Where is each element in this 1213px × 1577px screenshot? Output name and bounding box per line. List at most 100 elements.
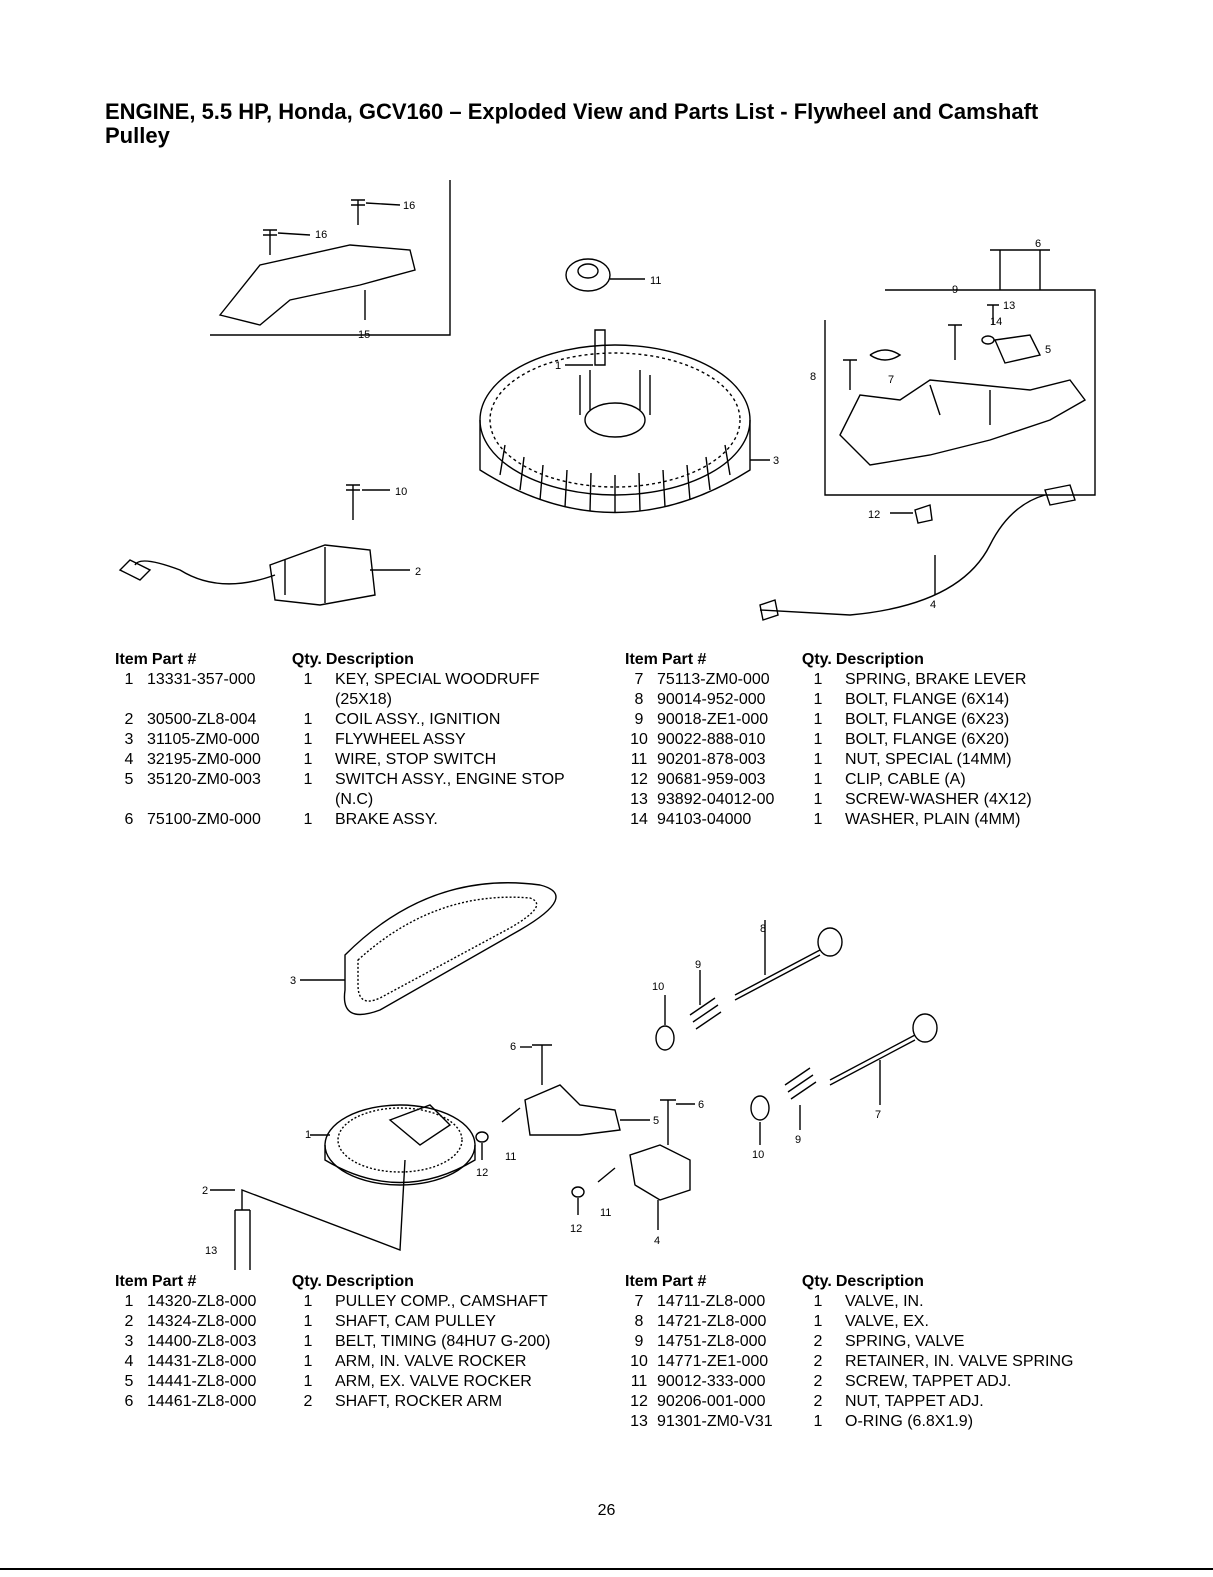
callout-9: 9 (695, 959, 701, 971)
parts-header-row: Item Part # Qty. Description (115, 1272, 575, 1292)
part-number: 75113-ZM0-000 (657, 671, 770, 688)
part-number: 14461-ZL8-000 (147, 1393, 257, 1410)
part-number: 13331-357-000 (147, 671, 256, 688)
quantity: 1 (813, 751, 823, 768)
quantity: 2 (813, 1393, 823, 1410)
part-number: 14711-ZL8-000 (657, 1293, 766, 1310)
callout-15: 15 (358, 329, 370, 341)
description: SHAFT, ROCKER ARM (335, 1393, 503, 1410)
part-number: 91301-ZM0-V31 (657, 1413, 773, 1430)
spring-retainer-10a (655, 1025, 675, 1051)
quantity: 1 (813, 811, 823, 828)
quantity: 1 (303, 1353, 313, 1370)
item-number: 5 (124, 771, 134, 788)
flywheel-exploded-view: 16 16 15 11 1 3 10 2 6 9 13 14 5 8 7 12 … (110, 175, 1110, 650)
key-part (594, 329, 606, 366)
table-row: 12 90681-959-003 1 CLIP, CABLE (A) (625, 770, 1085, 790)
header-description: Description (835, 1273, 924, 1290)
description: CLIP, CABLE (A) (845, 771, 966, 788)
quantity: 2 (813, 1333, 823, 1350)
nut-part (565, 258, 611, 292)
part-number: 93892-04012-00 (657, 791, 775, 808)
item-number: 12 (630, 771, 648, 788)
quantity: 1 (813, 731, 823, 748)
rocker-shaft-6a (532, 1044, 552, 1085)
description: PULLEY COMP., CAMSHAFT (335, 1293, 548, 1310)
part-number: 14751-ZL8-000 (657, 1333, 767, 1350)
callout-12b: 12 (570, 1223, 582, 1235)
callout-16b: 16 (315, 229, 327, 241)
callout-13: 13 (205, 1245, 217, 1257)
header-item: Item (625, 1273, 658, 1290)
part-number: 90012-333-000 (657, 1373, 766, 1390)
description: VALVE, IN. (845, 1293, 924, 1310)
washer-14 (981, 335, 995, 345)
bolt-9 (948, 324, 962, 360)
callout-3: 3 (290, 975, 296, 987)
flywheel-part (479, 344, 751, 496)
item-number: 4 (124, 1353, 134, 1370)
description: VALVE, EX. (845, 1313, 929, 1330)
bolt-8 (843, 359, 857, 390)
callout-6b: 6 (698, 1099, 704, 1111)
page-title: ENGINE, 5.5 HP, Honda, GCV160 – Exploded… (105, 99, 1039, 148)
header-qty: Qty. (291, 1273, 322, 1290)
description: BOLT, FLANGE (6X14) (845, 691, 1010, 708)
description: NUT, TAPPET ADJ. (845, 1393, 984, 1410)
quantity: 1 (303, 711, 313, 728)
item-number: 5 (124, 1373, 134, 1390)
header-qty: Qty. (801, 651, 832, 668)
callout-6a: 6 (510, 1041, 516, 1053)
callout-10b: 10 (752, 1149, 764, 1161)
callout-7: 7 (888, 374, 894, 386)
header-description: Description (325, 1273, 414, 1290)
timing-belt-part (343, 882, 557, 1016)
description: BRAKE ASSY. (335, 811, 438, 828)
description: WASHER, PLAIN (4MM) (845, 811, 1021, 828)
quantity: 1 (813, 671, 823, 688)
item-number: 10 (630, 1353, 648, 1370)
item-number: 6 (124, 811, 134, 828)
description: NUT, SPECIAL (14MM) (845, 751, 1012, 768)
header-qty: Qty. (291, 651, 322, 668)
quantity: 1 (813, 791, 823, 808)
callout-3: 3 (773, 455, 779, 467)
bolt-16b (351, 199, 365, 225)
callout-9: 9 (952, 284, 958, 296)
header-item: Item (115, 651, 148, 668)
callout-6: 6 (1035, 238, 1041, 250)
callout-4: 4 (654, 1235, 660, 1247)
item-number: 2 (124, 711, 134, 728)
part-number: 90681-959-003 (657, 771, 766, 788)
quantity: 1 (813, 771, 823, 788)
stop-switch-wire (759, 494, 1046, 616)
description: O-RING (6.8X1.9) (845, 1413, 974, 1430)
callout-10: 10 (395, 486, 407, 498)
description: KEY, SPECIAL WOODRUFF (25X18) (335, 671, 540, 708)
header-part: Part # (661, 651, 707, 668)
ignition-coil-part (269, 544, 376, 606)
part-number: 31105-ZM0-000 (147, 731, 260, 748)
quantity: 1 (813, 1313, 823, 1330)
parts-header-row: Item Part # Qty. Description (625, 1272, 1085, 1292)
description: FLYWHEEL ASSY (335, 731, 466, 748)
description: ARM, IN. VALVE ROCKER (335, 1353, 527, 1370)
quantity: 1 (813, 691, 823, 708)
callout-10: 10 (652, 981, 664, 993)
description: ARM, EX. VALVE ROCKER (335, 1373, 532, 1390)
in-rocker-arm-part (629, 1144, 691, 1201)
